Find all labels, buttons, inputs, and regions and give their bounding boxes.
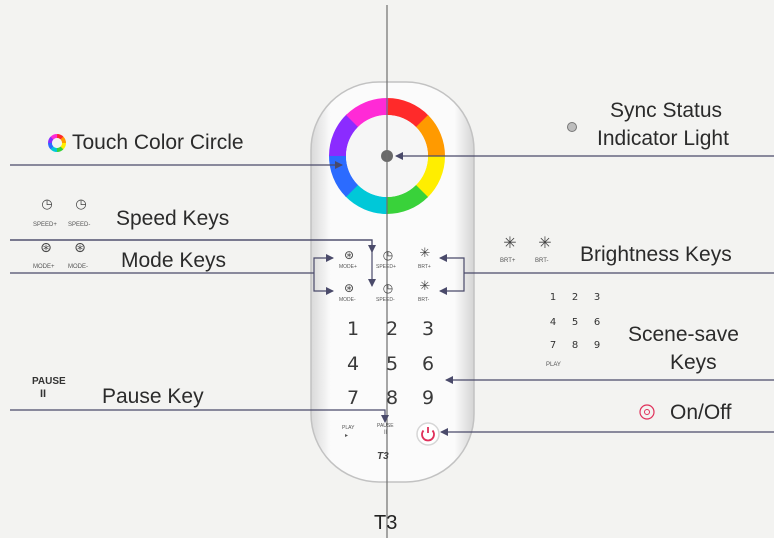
label-sync-status-2: Indicator Light	[597, 127, 729, 150]
remote-brt-minus-label: BRT-	[418, 297, 430, 303]
line-mode-minus	[313, 273, 334, 295]
remote-speed-plus-label: SPEED+	[376, 264, 396, 270]
legend-mode-plus: MODE+	[33, 264, 55, 270]
remote-key-8[interactable]: 8	[385, 387, 399, 409]
remote-play-icon: ▸	[345, 433, 349, 439]
remote-speed-minus-label: SPEED-	[376, 297, 395, 303]
brt-plus-icon: ✳	[503, 233, 517, 252]
mini-ring-segment	[48, 142, 54, 150]
mode-minus-icon: ⊛	[74, 240, 86, 256]
sync-dot-icon	[567, 122, 577, 132]
color-ring-segment	[415, 156, 445, 198]
label-sync-status-1: Sync Status	[610, 99, 723, 122]
color-ring-segment	[345, 98, 389, 128]
remote-key-6[interactable]: 6	[421, 353, 435, 375]
remote-speed-plus-icon[interactable]: ◷	[382, 248, 394, 262]
remote-key-4[interactable]: 4	[346, 353, 360, 375]
remote-brt-minus-icon[interactable]: ✳	[419, 279, 431, 294]
remote-brt-plus-label: BRT+	[418, 264, 431, 270]
color-ring-segment	[385, 184, 429, 215]
color-ring-segment	[345, 184, 387, 214]
label-touch-color-circle: Touch Color Circle	[72, 131, 244, 154]
power-icon	[421, 429, 435, 442]
legend-scene-8: 8	[571, 340, 579, 351]
remote-key-9[interactable]: 9	[421, 387, 435, 409]
line-mode-plus	[313, 254, 334, 273]
legend-scene-6: 6	[593, 317, 601, 328]
remote-mode-plus-icon[interactable]: ⊛	[343, 248, 355, 262]
legend-scene-7: 7	[549, 340, 557, 351]
label-mode-keys: Mode Keys	[121, 249, 227, 272]
color-ring-segment	[387, 98, 429, 128]
legend-scene-2: 2	[571, 292, 579, 303]
mode-plus-icon: ⊛	[40, 240, 52, 256]
model-label: T3	[374, 512, 398, 534]
remote-logo: T3	[377, 451, 389, 462]
label-brightness-keys: Brightness Keys	[580, 243, 732, 266]
legend-brt-minus: BRT-	[535, 258, 549, 264]
color-ring-segment	[329, 114, 359, 156]
remote-brt-plus-icon[interactable]: ✳	[419, 246, 431, 261]
legend-scene-5: 5	[571, 317, 579, 328]
remote-mode-minus-icon[interactable]: ⊛	[343, 281, 355, 295]
speed-minus-icon: ◷	[75, 197, 87, 212]
remote-pause-label[interactable]: PAUSE	[377, 423, 394, 429]
remote-play-label[interactable]: PLAY	[342, 425, 355, 431]
remote-key-7[interactable]: 7	[346, 387, 360, 409]
power-button	[416, 422, 440, 446]
remote-speed-minus-icon[interactable]: ◷	[382, 281, 394, 295]
label-speed-keys: Speed Keys	[116, 207, 230, 230]
line-speed-minus	[10, 239, 376, 287]
label-scene-save-2: Keys	[670, 351, 717, 374]
legend-scene-3: 3	[593, 292, 601, 303]
label-scene-save-1: Scene-save	[628, 323, 739, 346]
remote-key-2[interactable]: 2	[385, 318, 399, 340]
legend-pause-word: PAUSE	[32, 376, 66, 387]
remote-mode-plus-label: MODE+	[339, 264, 357, 270]
legend-brt-plus: BRT+	[500, 258, 516, 264]
remote-mode-minus-label: MODE-	[339, 297, 356, 303]
connector-lines	[10, 152, 774, 436]
line-pause	[10, 409, 389, 423]
mini-ring-segment	[50, 134, 58, 140]
mini-ring-segment	[56, 146, 64, 152]
legend-speed-plus: SPEED+	[33, 222, 57, 228]
legend-scene-1: 1	[549, 292, 557, 303]
legend-speed-minus: SPEED-	[68, 222, 91, 228]
legend-scene-4: 4	[549, 317, 557, 328]
legend-pause-symbol: II	[40, 388, 47, 400]
line-brt-plus	[439, 254, 465, 273]
remote-key-1[interactable]: 1	[346, 318, 360, 340]
mini-ring-segment	[60, 136, 66, 144]
remote-key-3[interactable]: 3	[421, 318, 435, 340]
brt-minus-icon: ✳	[538, 233, 552, 252]
remote-pause-symbol: II	[384, 430, 388, 436]
legend-mode-minus: MODE-	[68, 264, 88, 270]
speed-plus-icon: ◷	[41, 197, 53, 212]
label-on-off: On/Off	[670, 401, 732, 424]
line-brt-minus	[439, 273, 465, 295]
label-pause-key: Pause Key	[102, 385, 204, 408]
on-off-mini-icon	[639, 404, 655, 420]
remote-key-5[interactable]: 5	[385, 353, 399, 375]
legend-scene-9: 9	[593, 340, 601, 351]
legend-play: PLAY	[546, 362, 561, 368]
color-circle-icon	[47, 134, 66, 152]
color-ring-segment	[415, 114, 445, 158]
